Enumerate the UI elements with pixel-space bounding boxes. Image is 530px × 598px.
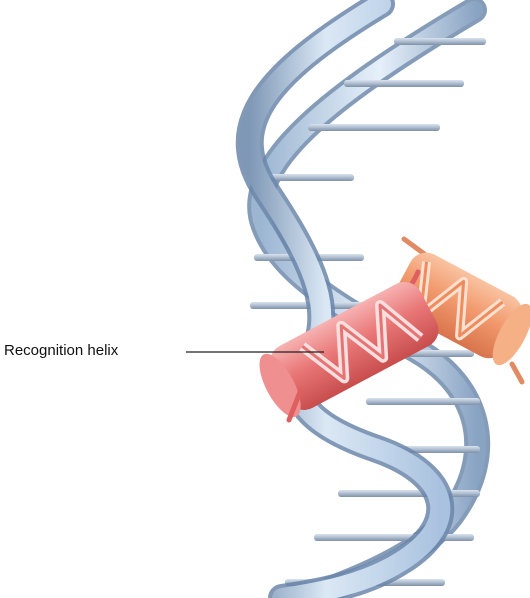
recognition-helix-label: Recognition helix	[4, 342, 182, 360]
base-pair	[394, 38, 486, 45]
base-pair	[338, 490, 480, 497]
base-pair	[308, 124, 440, 131]
base-pair	[314, 534, 474, 541]
base-pair	[366, 398, 480, 405]
base-pair	[344, 80, 464, 87]
